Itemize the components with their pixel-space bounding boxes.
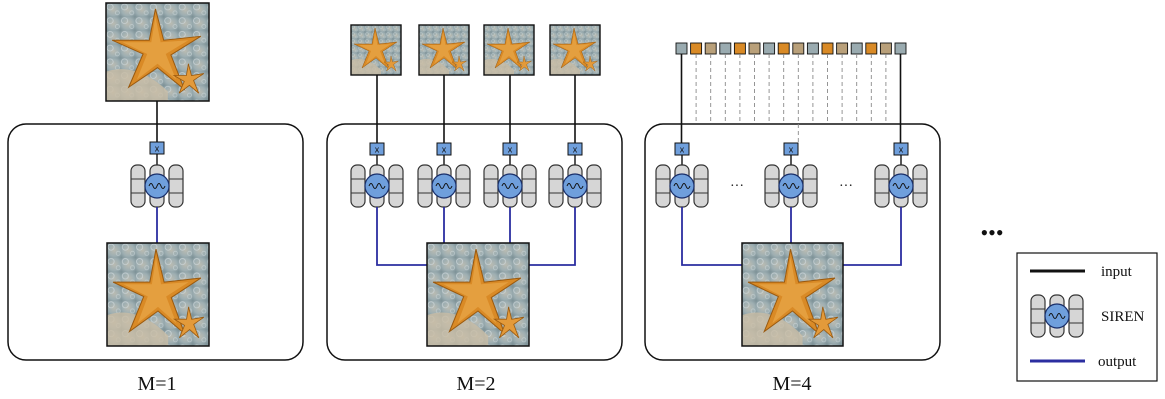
ellipsis-right: ··· [839, 179, 853, 194]
svg-text:x: x [375, 145, 380, 155]
input-tile [836, 42, 849, 55]
input-tile [879, 42, 892, 55]
svg-text:x: x [680, 145, 685, 155]
siren-branches: x x x x [350, 75, 602, 208]
panel-label: M=1 [137, 373, 176, 395]
panel-frame [644, 123, 941, 361]
output-image [106, 242, 210, 347]
input-tile [865, 42, 878, 55]
panel-frame [7, 123, 304, 361]
input-tile [748, 42, 761, 55]
legend-siren-icon [1030, 294, 1084, 338]
input-tile [821, 42, 834, 55]
input-tiles [350, 24, 601, 76]
input-tile [806, 42, 819, 55]
input-tile [763, 42, 776, 55]
input-tile [792, 42, 805, 55]
legend-output-label: output [1098, 354, 1137, 370]
output-image [741, 242, 844, 347]
legend: input SIREN output [1016, 252, 1158, 382]
trailing-ellipsis: ••• [980, 220, 1003, 245]
panel-label: M=2 [456, 373, 495, 395]
svg-text:x: x [442, 145, 447, 155]
input-tile [777, 42, 790, 55]
input-tile [719, 42, 732, 55]
panel-m1: x M=1 [7, 2, 304, 395]
ellipsis-left: ··· [730, 179, 744, 194]
panel-m4: x x x ··· ··· M=4 [644, 42, 941, 395]
input-tile [690, 42, 703, 55]
output-wiring [376, 207, 576, 266]
input-image [105, 2, 210, 102]
legend-siren-label: SIREN [1101, 309, 1145, 325]
output-image [426, 242, 530, 347]
input-tile [704, 42, 717, 55]
input-tile [675, 42, 688, 55]
svg-text:x: x [789, 145, 794, 155]
input-connectors [680, 54, 902, 143]
output-wiring [681, 207, 902, 266]
panel-label: M=4 [772, 373, 811, 395]
legend-input-label: input [1101, 264, 1133, 280]
svg-text:x: x [573, 145, 578, 155]
input-tile [733, 42, 746, 55]
input-tile [850, 42, 863, 55]
svg-text:x: x [899, 145, 904, 155]
svg-text:x: x [508, 145, 513, 155]
siren-block [130, 164, 184, 208]
panel-m2: x x x x M=2 [326, 24, 623, 395]
siren-branches: x x x ··· ··· [655, 142, 928, 208]
input-tile [894, 42, 907, 55]
input-tiles [675, 42, 907, 55]
x-label: x [155, 144, 160, 154]
